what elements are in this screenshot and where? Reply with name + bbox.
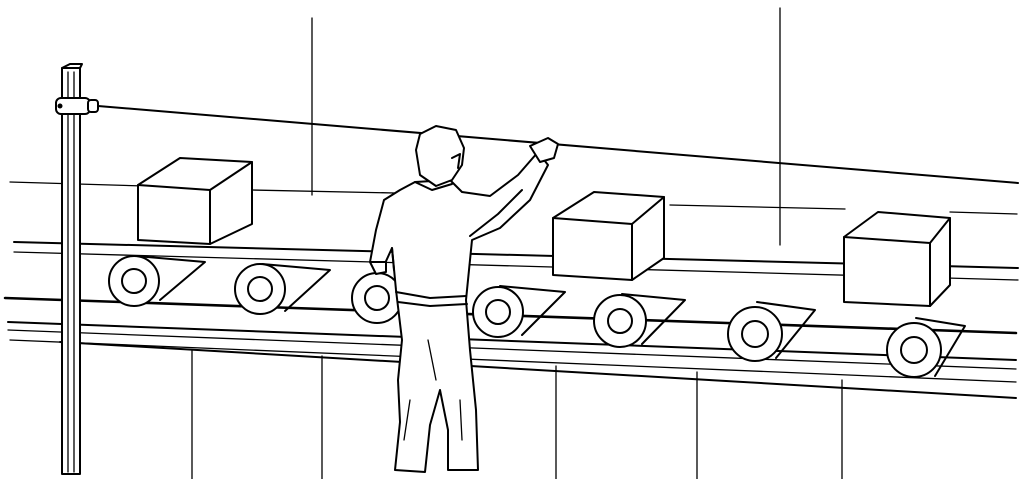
sensor: [56, 98, 98, 114]
worker: [370, 126, 558, 472]
box-left: [138, 158, 252, 244]
light-curtain-post: [62, 64, 82, 474]
box-right: [844, 212, 950, 306]
roller-1: [109, 256, 205, 306]
box-middle: [553, 192, 664, 280]
roller-7: [887, 318, 965, 377]
roller-4: [473, 286, 565, 337]
